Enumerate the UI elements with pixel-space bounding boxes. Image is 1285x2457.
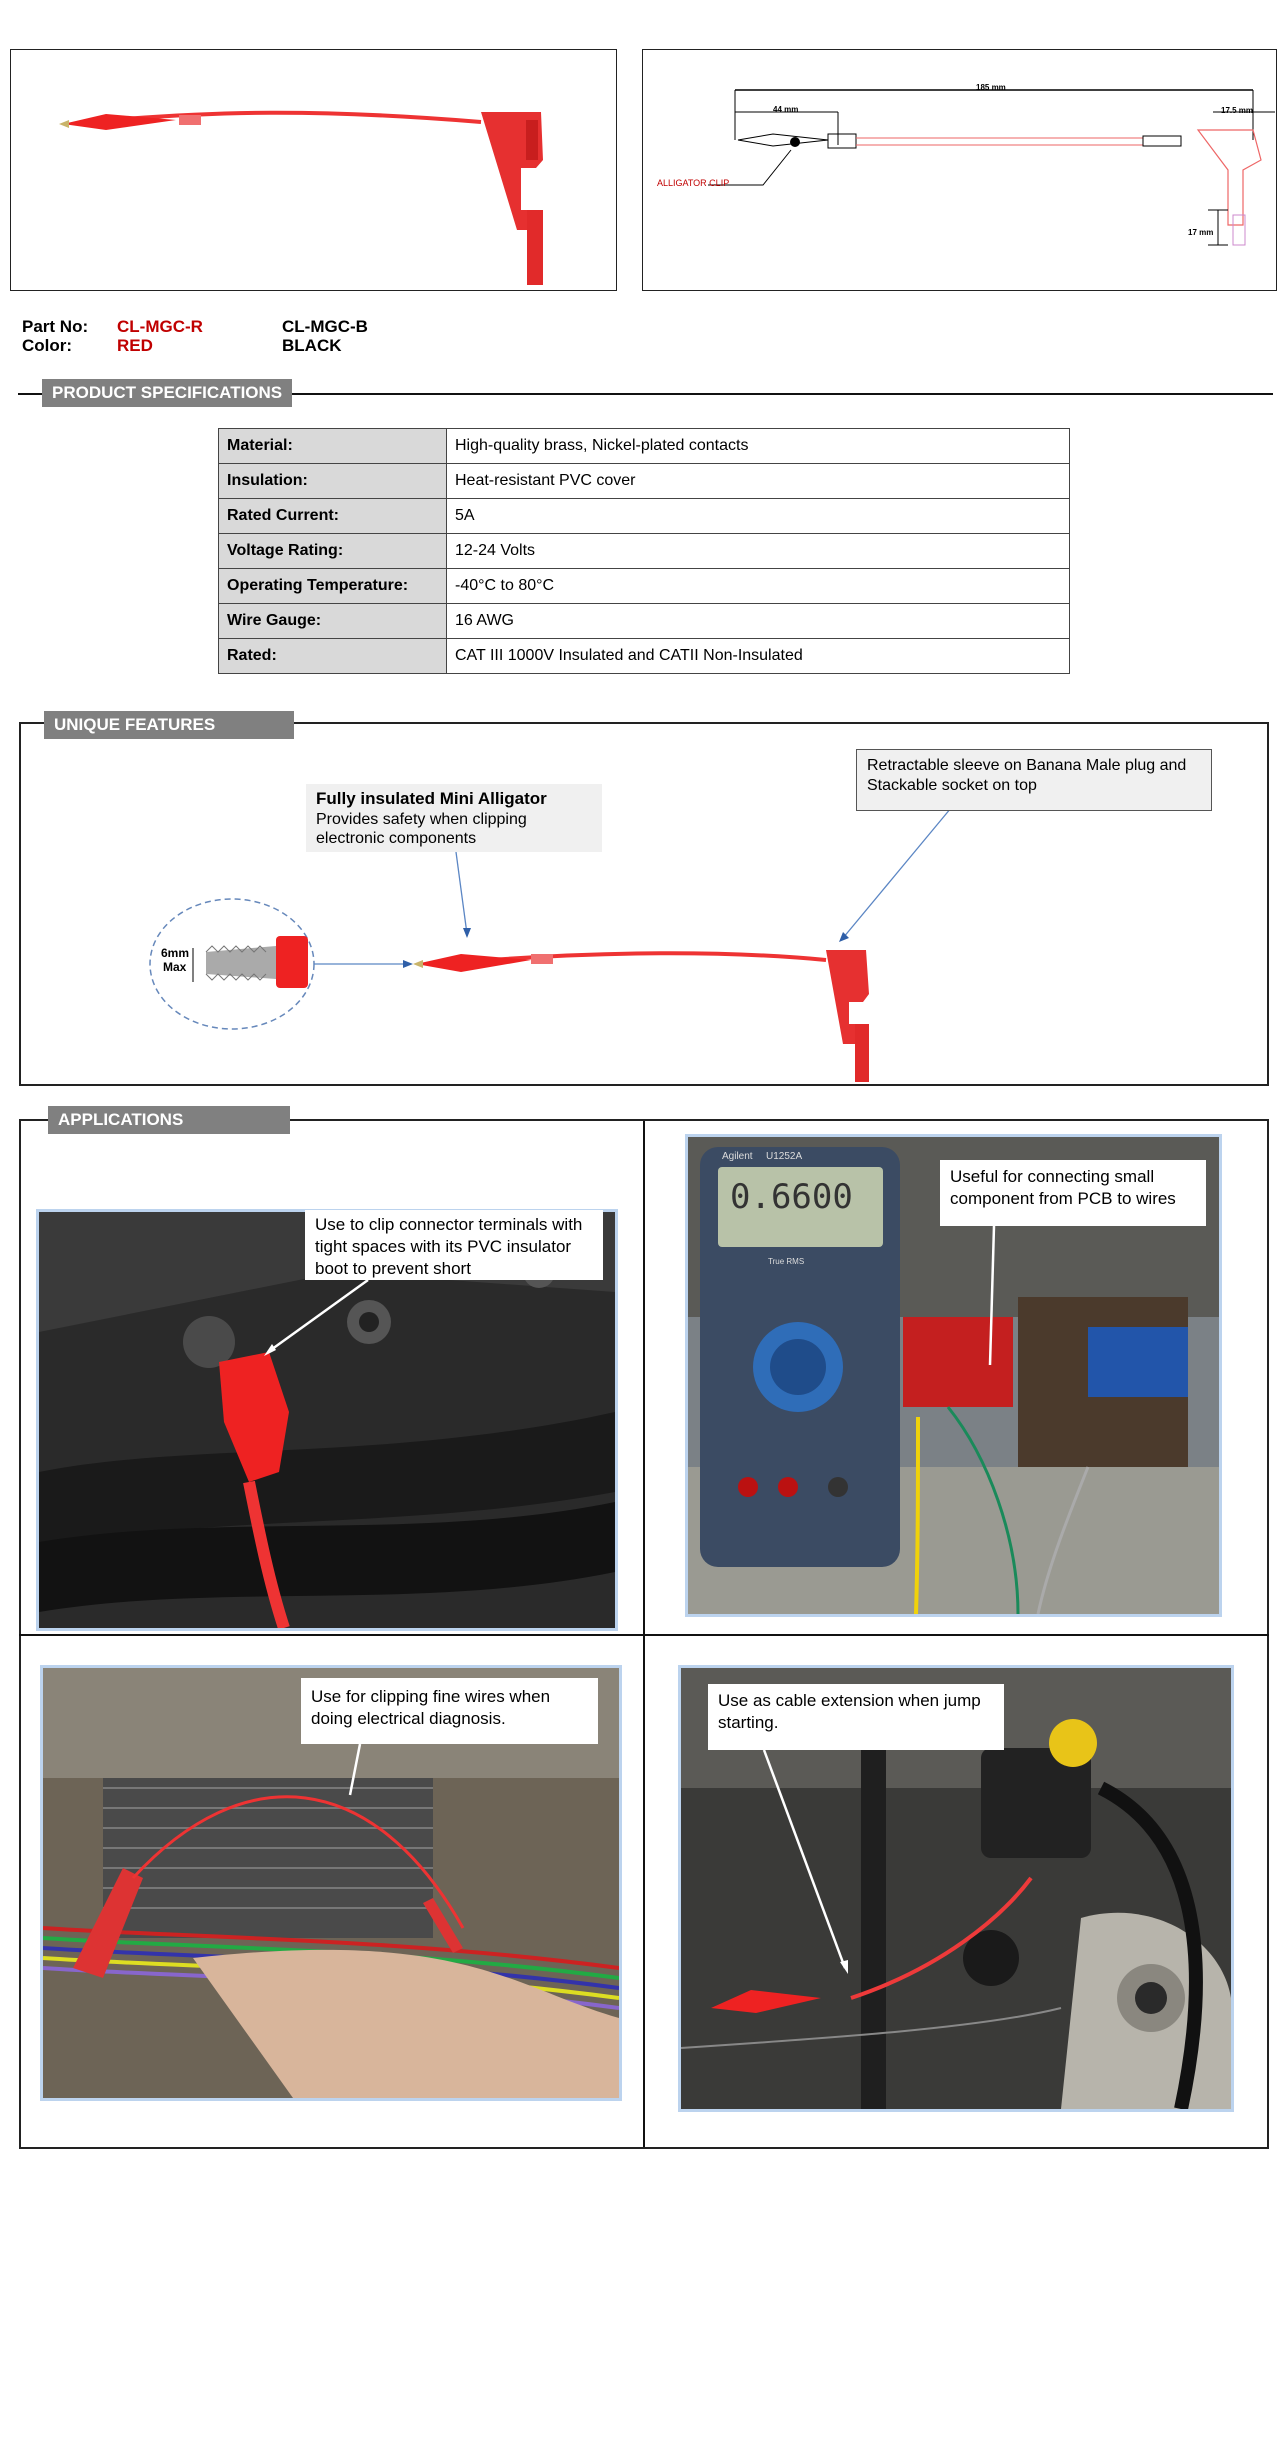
features-box: 6mm Max Fully insulated Mini Alligator P…: [19, 722, 1269, 1086]
specs-table: Material:High-quality brass, Nickel-plat…: [218, 428, 1070, 674]
meter-reading: 0.6600: [730, 1177, 853, 1217]
dimension-drawing: [708, 89, 1275, 246]
table-row: Voltage Rating:12-24 Volts: [218, 533, 1070, 569]
clip-callout-title: Fully insulated Mini Alligator: [316, 789, 547, 808]
clip-callout-text: Provides safety when clipping electronic…: [316, 811, 527, 847]
features-header: UNIQUE FEATURES: [44, 711, 294, 739]
jaw-size-label-2: Max: [163, 960, 187, 974]
alligator-clip-label: ALLIGATOR CLIP: [657, 178, 730, 188]
table-row: Rated:CAT III 1000V Insulated and CATII …: [218, 638, 1070, 674]
test-lead-image: [59, 110, 543, 285]
red-part-number: CL-MGC-R: [117, 317, 203, 336]
specs-divider: [18, 393, 1273, 395]
black-part-number: CL-MGC-B: [282, 317, 368, 336]
dimension-drawing-box: 185 mm 44 mm 17.5 mm 17 mm ALLIGATOR CLI…: [642, 49, 1277, 291]
meter-model: U1252A: [766, 1151, 803, 1162]
dim-plug-height-label: 17 mm: [1188, 228, 1214, 237]
product-photo-box: [10, 49, 617, 291]
part-no-label: Part No:: [22, 317, 89, 336]
caption-multimeter: Useful for connecting small component fr…: [940, 1160, 1206, 1226]
features-illustration: [149, 807, 952, 1082]
dim-clip-label: 44 mm: [773, 105, 799, 114]
jaw-size-label-1: 6mm: [161, 946, 190, 960]
table-row: Material:High-quality brass, Nickel-plat…: [218, 428, 1070, 464]
dim-plug-width-label: 17.5 mm: [1221, 106, 1254, 115]
applications-horizontal-divider: [19, 1634, 1269, 1636]
specs-header: PRODUCT SPECIFICATIONS: [42, 379, 292, 407]
clip-callout: Fully insulated Mini Alligator Provides …: [306, 784, 602, 852]
table-row: Wire Gauge:16 AWG: [218, 603, 1070, 639]
sleeve-callout: Retractable sleeve on Banana Male plug a…: [856, 749, 1212, 811]
red-color-value: RED: [117, 336, 153, 355]
table-row: Operating Temperature:-40°C to 80°C: [218, 568, 1070, 604]
caption-fine-wires: Use for clipping fine wires when doing e…: [301, 1678, 598, 1744]
meter-mode: True RMS: [768, 1257, 805, 1266]
black-color-value: BLACK: [282, 336, 342, 355]
color-label: Color:: [22, 336, 73, 355]
meter-brand: Agilent: [722, 1151, 753, 1162]
dim-overall-label: 185 mm: [976, 83, 1006, 92]
applications-header: APPLICATIONS: [48, 1106, 290, 1134]
caption-jump-start: Use as cable extension when jump startin…: [708, 1684, 1004, 1750]
table-row: Insulation:Heat-resistant PVC cover: [218, 463, 1070, 499]
caption-connector: Use to clip connector terminals with tig…: [305, 1210, 603, 1280]
table-row: Rated Current:5A: [218, 498, 1070, 534]
